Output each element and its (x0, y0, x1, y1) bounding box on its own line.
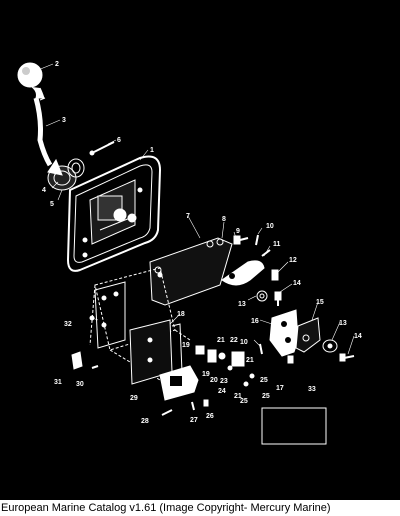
decal-box (261, 407, 327, 445)
part-label-15: 15 (316, 299, 324, 306)
part-label-16: 16 (251, 318, 259, 325)
part-label-4: 4 (42, 187, 46, 194)
lock-plate (269, 309, 299, 357)
lock-cover (295, 317, 321, 353)
part-label-25a: 25 (260, 377, 268, 384)
lever-hub (47, 158, 77, 191)
part-label-25c: 25 (240, 398, 248, 405)
part-label-3: 3 (62, 117, 66, 124)
part-label-27: 27 (190, 417, 198, 424)
part-label-12: 12 (289, 257, 297, 264)
parts-diagram-viewer: 2 3 6 1 4 5 7 8 9 10 11 12 13 14 15 16 1… (0, 0, 400, 500)
handle-knob (17, 62, 45, 99)
part-label-32: 32 (64, 321, 72, 328)
part-label-23: 23 (220, 378, 228, 385)
part-label-5: 5 (50, 201, 54, 208)
part-label-22: 22 (230, 337, 238, 344)
part-label-19b: 19 (202, 371, 210, 378)
part-label-6: 6 (117, 137, 121, 144)
image-caption: European Marine Catalog v1.61 (Image Cop… (1, 502, 331, 514)
exploded-parts-diagram: 2 3 6 1 4 5 7 8 9 10 11 12 13 14 15 16 1… (17, 61, 362, 445)
part-label-28: 28 (141, 418, 149, 425)
screw-30 (91, 365, 99, 369)
part-label-7: 7 (186, 213, 190, 220)
part-label-1: 1 (150, 147, 154, 154)
part-label-14a: 14 (293, 280, 301, 287)
part-label-19a: 19 (182, 342, 190, 349)
part-label-30: 30 (76, 381, 84, 388)
part-label-14b: 14 (354, 333, 362, 340)
washer-13b (322, 339, 338, 353)
part-label-21a: 21 (217, 337, 225, 344)
washer-8 (216, 238, 224, 246)
part-label-31: 31 (54, 379, 62, 386)
switch-block (159, 365, 199, 401)
part-label-18: 18 (177, 311, 185, 318)
bolt-9 (233, 235, 249, 245)
part-label-10b: 10 (240, 339, 248, 346)
part-label-2: 2 (55, 61, 59, 68)
screw-14b (339, 353, 355, 362)
screw-26 (203, 399, 209, 407)
leader-lines (37, 63, 355, 355)
part-label-8: 8 (222, 216, 226, 223)
control-housing (66, 155, 162, 272)
screw-28 (161, 409, 173, 416)
screw-27 (191, 401, 195, 411)
switch-parts (195, 343, 263, 387)
part-label-33: 33 (308, 386, 316, 393)
part-label-17: 17 (276, 385, 284, 392)
part-label-24: 24 (218, 388, 226, 395)
part-label-21b: 21 (246, 357, 254, 364)
part-label-21c: 21 (234, 393, 242, 400)
screw-17 (287, 355, 294, 364)
left-bracket (94, 281, 126, 349)
part-label-25b: 25 (262, 393, 270, 400)
mounting-plate (149, 237, 233, 306)
gear-ring (67, 158, 85, 178)
part-label-13b: 13 (339, 320, 347, 327)
pin-10 (255, 234, 259, 246)
part-label-26: 26 (206, 413, 214, 420)
washer-13a (256, 290, 268, 302)
part-label-11: 11 (273, 241, 281, 248)
part-label-10a: 10 (266, 223, 274, 230)
part-label-13a: 13 (238, 301, 246, 308)
screw-14a (274, 291, 282, 306)
part-label-20: 20 (210, 377, 218, 384)
part-label-9: 9 (236, 228, 240, 235)
part-label-29: 29 (130, 395, 138, 402)
clip-31 (71, 351, 83, 370)
control-lever (33, 97, 53, 167)
screw-6 (89, 141, 115, 156)
screw-12 (271, 269, 279, 281)
back-plate-outline (89, 267, 191, 381)
